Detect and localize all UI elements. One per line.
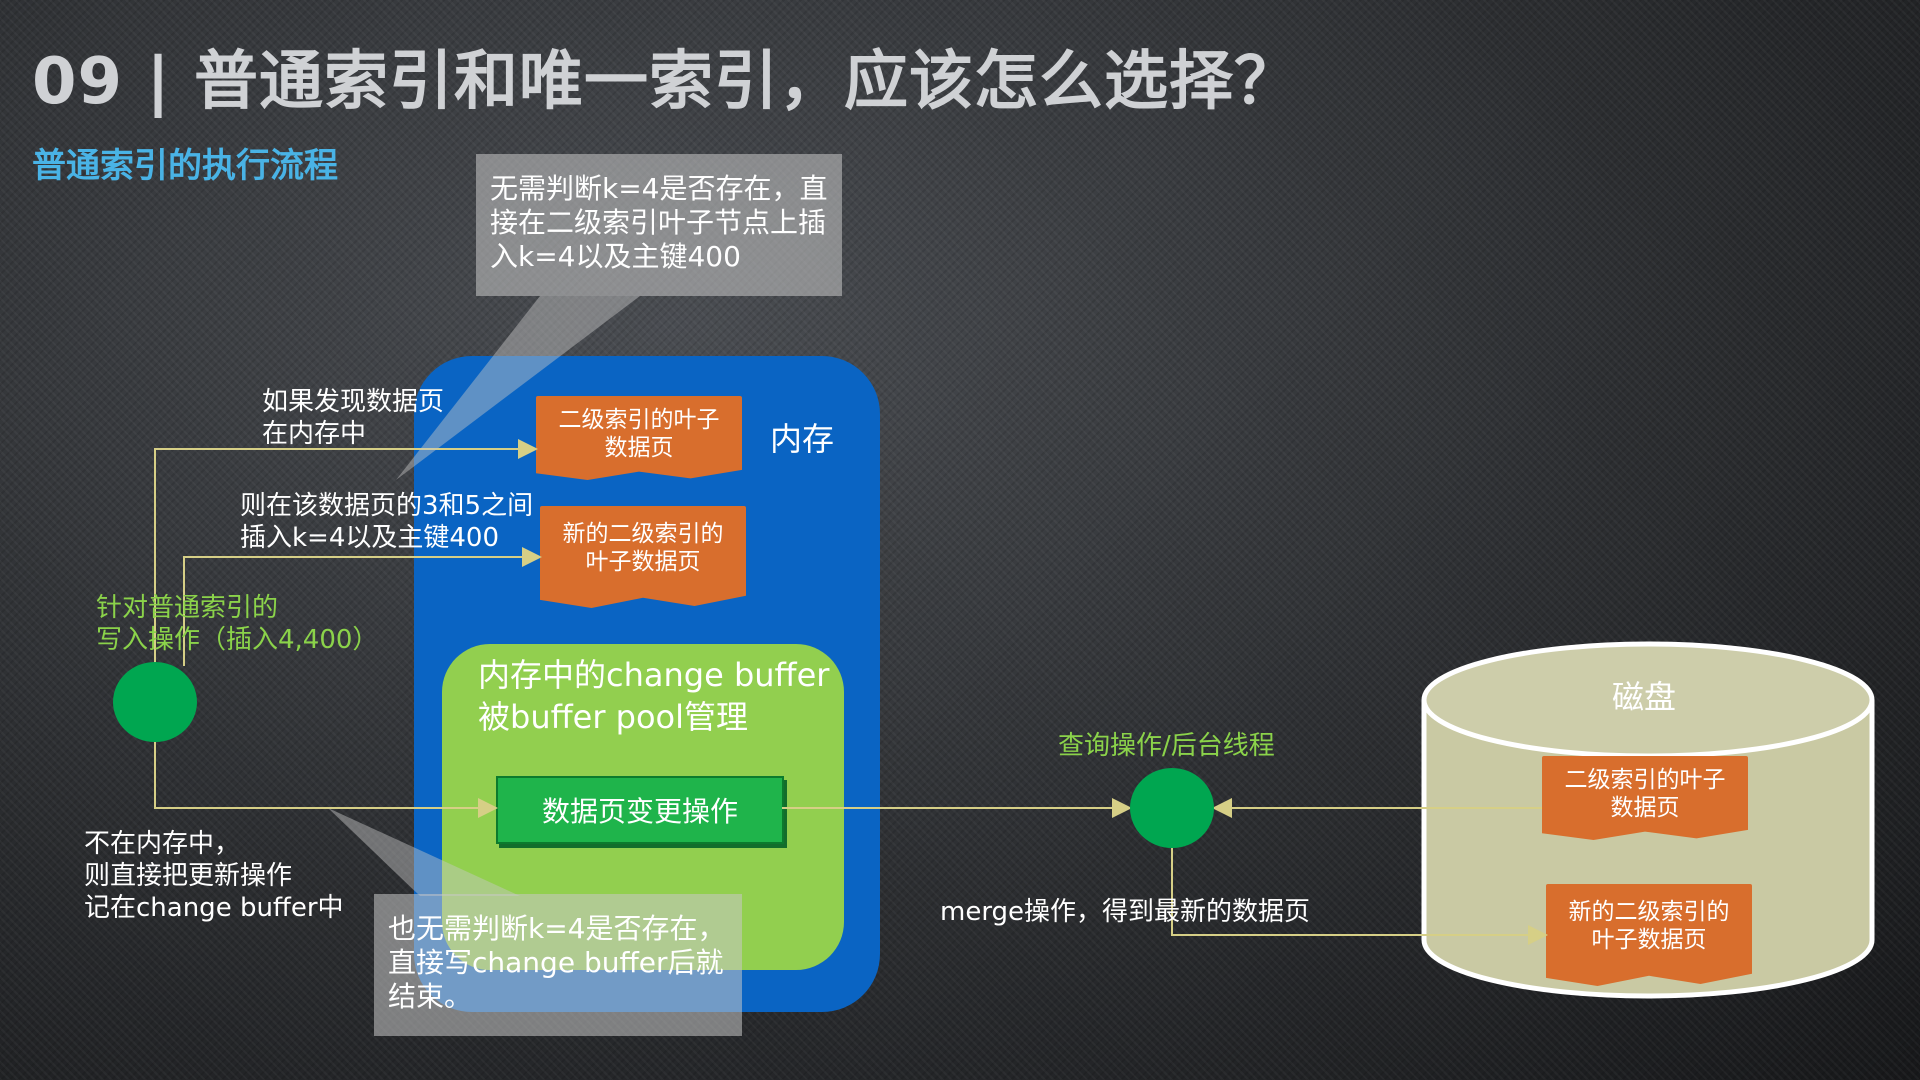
disk-new-leaf-page-line1: 新的二级索引的 [1568,899,1730,925]
not-in-memory-label-line3: 记在change buffer中 [84,893,344,923]
disk-leaf-page-line2: 数据页 [1610,795,1680,821]
not-in-memory-label-line2: 则直接把更新操作 [84,861,293,891]
callout-bottom: 也无需判断k=4是否存在， 直接写change buffer后就 结束。 [374,894,742,1036]
memory-label: 内存 [770,420,835,458]
change-buffer-label-line2: 被buffer pool管理 [478,698,749,736]
write-operation-node [113,662,197,742]
not-in-memory-label-line1: 不在内存中， [84,829,241,859]
data-page-change-operation: 数据页变更操作 [496,776,784,844]
change-buffer-label: 内存中的change buffer 被buffer pool管理 [478,654,829,738]
memory-new-leaf-page-line2: 叶子数据页 [585,549,701,575]
memory-new-leaf-page: 新的二级索引的 叶子数据页 [540,506,746,608]
page-subtitle: 普通索引的执行流程 [32,146,338,186]
disk-cylinder [1421,641,1875,999]
disk-leaf-page-line1: 二级索引的叶子 [1564,767,1726,793]
callout-top-line3: 入k=4以及主键400 [490,240,741,273]
in-memory-label-line2: 在内存中 [262,419,367,449]
memory-leaf-page: 二级索引的叶子 数据页 [536,396,742,480]
disk-leaf-page: 二级索引的叶子 数据页 [1542,756,1748,840]
change-buffer-label-line1: 内存中的change buffer [478,656,830,694]
write-operation-label-line2: 写入操作（插入4,400） [96,625,379,655]
insert-label-line1: 则在该数据页的3和5之间 [240,491,534,521]
arrow-merge-to-disk-new-page [1171,848,1548,945]
insert-label: 则在该数据页的3和5之间 插入k=4以及主键400 [240,490,533,554]
callout-top-pointer [396,296,640,480]
write-operation-label: 针对普通索引的 写入操作（插入4,400） [96,592,378,656]
merge-node [1130,768,1214,848]
callout-bottom-line2: 直接写change buffer后就 [388,946,724,979]
memory-new-leaf-page-line1: 新的二级索引的 [562,521,724,547]
memory-leaf-page-line2: 数据页 [604,435,674,461]
arrow-to-memory-new-page [183,547,542,666]
in-memory-label: 如果发现数据页 在内存中 [262,386,444,450]
query-background-label: 查询操作/后台线程 [1058,731,1275,761]
arrow-to-change-operation [154,740,498,818]
callout-bottom-line3: 结束。 [388,980,473,1013]
write-operation-label-line1: 针对普通索引的 [96,593,279,623]
disk-new-leaf-page: 新的二级索引的 叶子数据页 [1546,884,1752,986]
page-title: 09 | 普通索引和唯一索引，应该怎么选择？ [32,45,1299,119]
not-in-memory-label: 不在内存中， 则直接把更新操作 记在change buffer中 [84,828,344,924]
callout-top-line2: 接在二级索引叶子节点上插 [490,206,827,239]
callout-top: 无需判断k=4是否存在，直 接在二级索引叶子节点上插 入k=4以及主键400 [476,154,842,296]
disk-label: 磁盘 [1612,678,1677,716]
in-memory-label-line1: 如果发现数据页 [262,387,445,417]
memory-leaf-page-line1: 二级索引的叶子 [558,407,720,433]
callout-top-line1: 无需判断k=4是否存在，直 [490,172,828,205]
arrow-to-memory-leaf-page [154,439,538,666]
callout-bottom-line1: 也无需判断k=4是否存在， [388,912,726,945]
callout-bottom-pointer [328,808,520,896]
disk-new-leaf-page-line2: 叶子数据页 [1591,927,1707,953]
insert-label-line2: 插入k=4以及主键400 [240,523,500,553]
merge-label: merge操作，得到最新的数据页 [940,897,1311,927]
